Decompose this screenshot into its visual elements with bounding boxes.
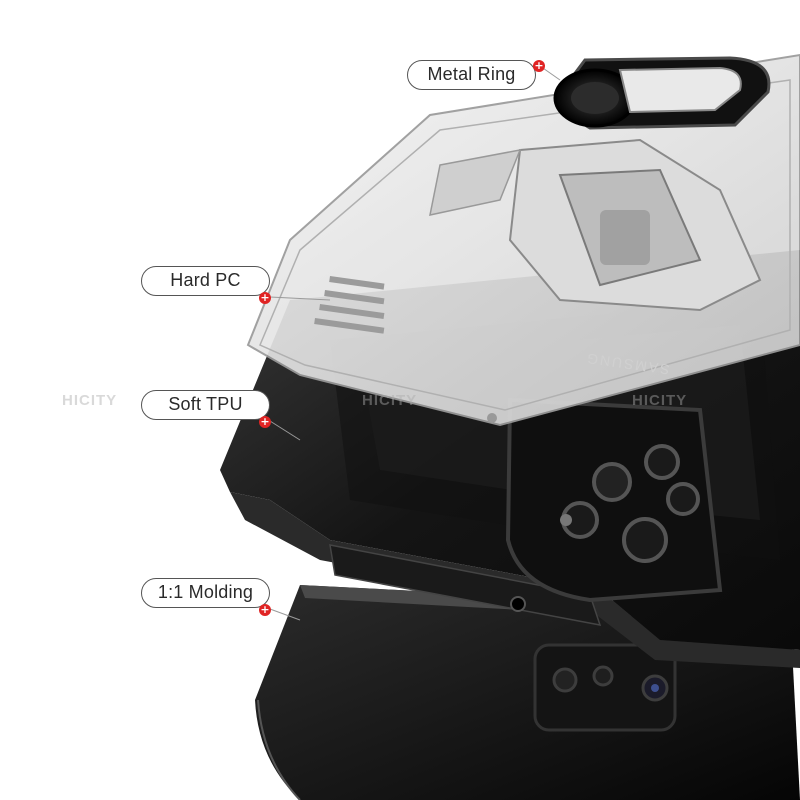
label-metal-ring: Metal Ring [407, 60, 536, 90]
watermark-right: HICITY [632, 392, 688, 409]
molding-plus-icon[interactable]: + [259, 603, 271, 616]
watermark-left: HICITY [62, 392, 118, 409]
hard-pc-plus-icon[interactable]: + [259, 291, 271, 304]
label-molding: 1:1 Molding [141, 578, 270, 608]
label-hard-pc: Hard PC [141, 266, 270, 296]
soft-tpu-plus-icon[interactable]: + [259, 415, 271, 428]
hard-pc-shell [246, 53, 800, 427]
label-soft-tpu: Soft TPU [141, 390, 270, 420]
watermark-center: HICITY [362, 392, 418, 409]
metal-ring [553, 56, 771, 130]
metal-ring-plus-icon[interactable]: + [533, 59, 545, 72]
